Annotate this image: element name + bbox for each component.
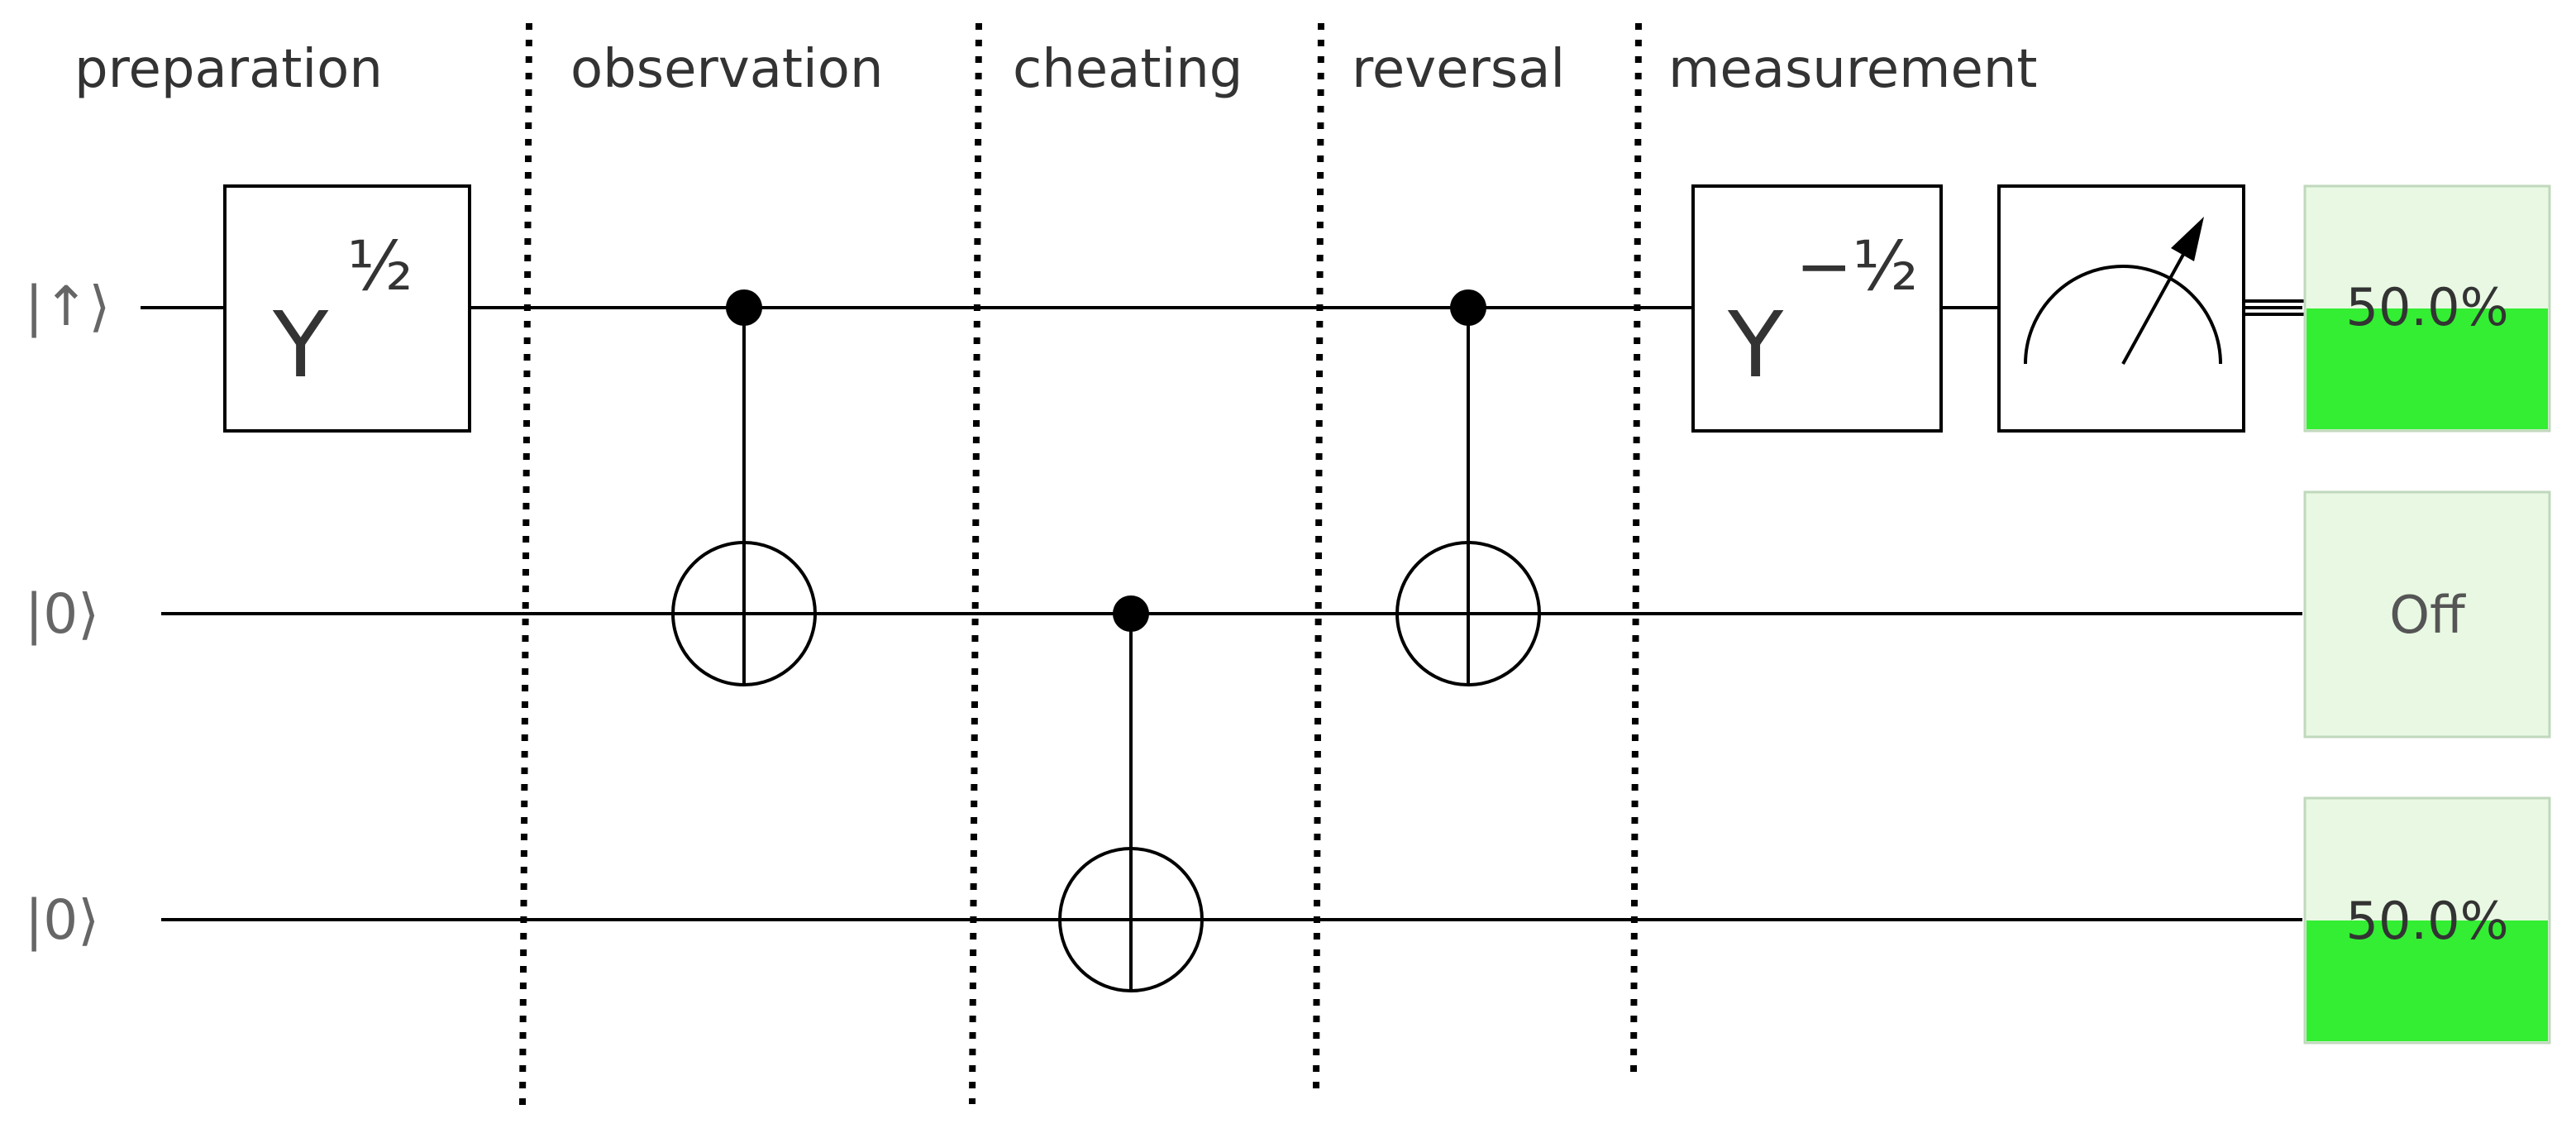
y-neg-half-gate[interactable]: Y −½ [1691, 184, 1943, 433]
section-label-observation: observation [570, 39, 884, 100]
meter-needle [2121, 243, 2191, 365]
section-label-measurement: measurement [1668, 39, 2038, 100]
probability-fill [2306, 920, 2548, 1041]
qubit-label: |0⟩ [25, 582, 99, 646]
observation-cnot[interactable] [671, 289, 817, 686]
gate-exponent-label: −½ [1796, 227, 1918, 306]
section-divider [1630, 22, 1642, 1076]
probability-display: 50.0% [2303, 184, 2551, 433]
probability-text: 50.0% [2346, 277, 2509, 337]
section-label-preparation: preparation [74, 39, 383, 100]
qubit-label: |↑⟩ [25, 275, 110, 338]
probability-fill [2306, 308, 2548, 429]
section-divider [519, 22, 532, 1109]
section-label-reversal: reversal [1352, 39, 1565, 100]
reversal-cnot[interactable] [1395, 289, 1541, 686]
probability-display: Off [2303, 490, 2551, 739]
meter-needle-arrowhead [2171, 217, 2204, 261]
measurement-gate[interactable] [1997, 184, 2245, 433]
y-half-gate[interactable]: Y ½ [223, 184, 471, 433]
section-divider [969, 22, 982, 1105]
qubit-label: |0⟩ [25, 888, 99, 952]
gate-base-label: Y [272, 292, 329, 398]
cheating-cnot[interactable] [1058, 595, 1204, 992]
control-dot [1450, 289, 1486, 326]
section-divider [1313, 22, 1324, 1093]
probability-text: Off [2389, 585, 2466, 645]
gate-exponent-label: ½ [347, 227, 413, 306]
section-label-cheating: cheating [1013, 39, 1243, 100]
probability-text: 50.0% [2346, 891, 2509, 951]
control-dot [1113, 595, 1149, 632]
gate-base-label: Y [1727, 292, 1784, 398]
meter-icon [2024, 265, 2222, 365]
probability-display: 50.0% [2303, 796, 2551, 1045]
control-dot [726, 289, 762, 326]
